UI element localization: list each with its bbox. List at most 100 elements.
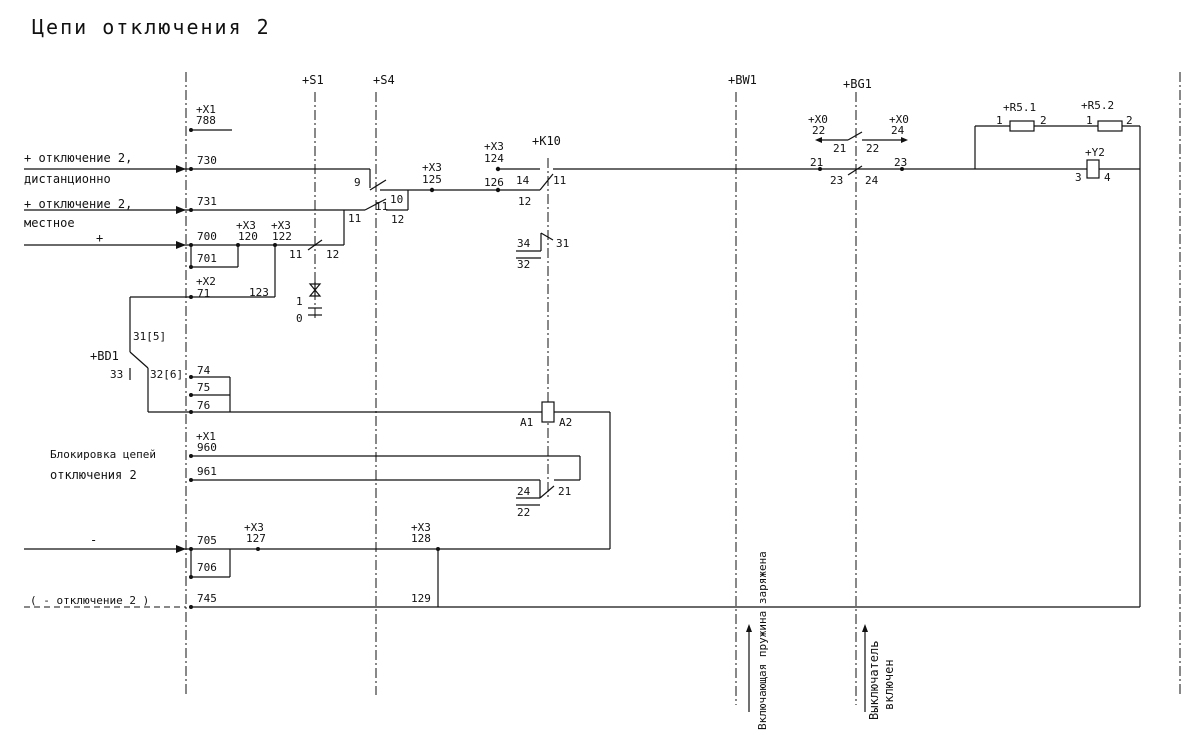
blocking-label-line2: отключения 2: [50, 468, 137, 482]
terminal-74-label: 74: [197, 364, 211, 377]
x3-label-125: +X3: [422, 161, 442, 174]
device-label-bw1: +BW1: [728, 73, 757, 87]
terminal-127-label: 127: [246, 532, 266, 545]
x3-label-124: +X3: [484, 140, 504, 153]
terminal-129-label: 129: [411, 592, 431, 605]
device-label-bd1: +BD1: [90, 349, 119, 363]
x3-label-120: +X3: [236, 219, 256, 232]
k10-contact-32: 32: [517, 258, 530, 271]
device-label-y2: +Y2: [1085, 146, 1105, 159]
terminal-block-label-x2: +X2: [196, 275, 216, 288]
input-trip-remote-line2: дистанционно: [24, 172, 111, 186]
terminal-788-label: 788: [196, 114, 216, 127]
bd1-contact-31: 31[5]: [133, 330, 166, 343]
device-label-bg1: +BG1: [843, 77, 872, 91]
k10-contact-24: 24: [517, 485, 531, 498]
bw1-state-label: Включающая пружина заряжена: [756, 551, 769, 730]
device-label-k10: +K10: [532, 134, 561, 148]
input-minus: -: [90, 533, 97, 547]
terminal-122-label: 122: [272, 230, 292, 243]
s4-contact-11b: 11: [375, 200, 388, 213]
s1-contact-12: 12: [326, 248, 339, 261]
bg1-state-label-line1: Выключатель: [867, 641, 881, 720]
bd1-changeover-contact: [129, 351, 149, 369]
r51-pin-2: 2: [1040, 114, 1047, 127]
resistor-r52: [1097, 120, 1123, 132]
terminal-961-label: 961: [197, 465, 217, 478]
s1-contact-11-12: [307, 239, 323, 251]
s1-position-1: 1: [296, 295, 303, 308]
s4-contact-10: 10: [390, 193, 403, 206]
bg1-contact-21-22-24: [847, 131, 863, 141]
k10-contact-21: 21: [558, 485, 571, 498]
terminal-block-label-x1-lower: +X1: [196, 430, 216, 443]
x0-label-right: +X0: [889, 113, 909, 126]
device-label-r51: +R5.1: [1003, 101, 1036, 114]
bd1-contact-32: 32[6]: [150, 368, 183, 381]
y2-pin-3: 3: [1075, 171, 1082, 184]
s4-contact-11a: 11: [348, 212, 361, 225]
input-plus: +: [96, 231, 103, 245]
x3-label-122: +X3: [271, 219, 291, 232]
r52-pin-1: 1: [1086, 114, 1093, 127]
x0-label-left: +X0: [808, 113, 828, 126]
s4-switch-blade-1: [369, 179, 387, 191]
k10-coil-a2: A2: [559, 416, 572, 429]
terminal-75-label: 75: [197, 381, 210, 394]
terminal-126-label: 126: [484, 176, 504, 189]
x0-terminal-22: 22: [812, 124, 825, 137]
x3-label-127: +X3: [244, 521, 264, 534]
blocking-label-line1: Блокировка цепей: [50, 448, 156, 461]
terminal-730-label: 730: [197, 154, 217, 167]
r52-pin-2: 2: [1126, 114, 1133, 127]
y2-pin-4: 4: [1104, 171, 1111, 184]
input-trip-local-line1: + отключение 2,: [24, 197, 132, 211]
k10-contact-12: 12: [518, 195, 531, 208]
bg1-terminal-21: 21: [810, 156, 823, 169]
device-label-s4: +S4: [373, 73, 395, 87]
bg1-contact-21: 21: [833, 142, 846, 155]
k10-contact-34: 34: [517, 237, 531, 250]
bg1-contact-22: 22: [866, 142, 879, 155]
bd1-contact-33: 33: [110, 368, 123, 381]
input-trip-local-line2: местное: [24, 216, 75, 230]
input-trip-remote-line1: + отключение 2,: [24, 151, 132, 165]
terminal-701-label: 701: [197, 252, 217, 265]
terminal-706-label: 706: [197, 561, 217, 574]
r51-pin-1: 1: [996, 114, 1003, 127]
resistor-r51: [1009, 120, 1035, 132]
s4-contact-12: 12: [391, 213, 404, 226]
bg1-contact-23: 23: [830, 174, 843, 187]
diagram-title: Цепи отключения 2: [32, 15, 271, 39]
terminal-123-label: 123: [249, 286, 269, 299]
s4-switch-blade-2: [364, 198, 387, 211]
output-trip-minus: ( - отключение 2 ): [30, 594, 149, 607]
terminal-block-label-x1: +X1: [196, 103, 216, 116]
terminal-960-label: 960: [197, 441, 217, 454]
terminal-124-label: 124: [484, 152, 504, 165]
s1-contact-11: 11: [289, 248, 302, 261]
terminal-745-label: 745: [197, 592, 217, 605]
k10-contact-14-11: [539, 173, 554, 191]
x0-terminal-24: 24: [891, 124, 905, 137]
terminal-128-label: 128: [411, 532, 431, 545]
device-label-r52: +R5.2: [1081, 99, 1114, 112]
terminal-120-label: 120: [238, 230, 258, 243]
terminal-731-label: 731: [197, 195, 217, 208]
k10-contact-31: 31: [556, 237, 569, 250]
bg1-contact-23-24: [847, 165, 863, 176]
bg1-terminal-23: 23: [894, 156, 907, 169]
k10-contact-34-31: [540, 232, 554, 241]
k10-contact-14: 14: [516, 174, 530, 187]
terminal-76-label: 76: [197, 399, 210, 412]
bg1-state-label-line2: включен: [882, 659, 896, 710]
k10-contact-24-21: [539, 485, 555, 499]
device-label-s1: +S1: [302, 73, 324, 87]
terminal-71-label: 71: [197, 287, 210, 300]
bg1-contact-24: 24: [865, 174, 879, 187]
k10-contact-11: 11: [553, 174, 566, 187]
s1-position-0: 0: [296, 312, 303, 325]
coil-k10: [541, 401, 555, 423]
x3-label-128: +X3: [411, 521, 431, 534]
